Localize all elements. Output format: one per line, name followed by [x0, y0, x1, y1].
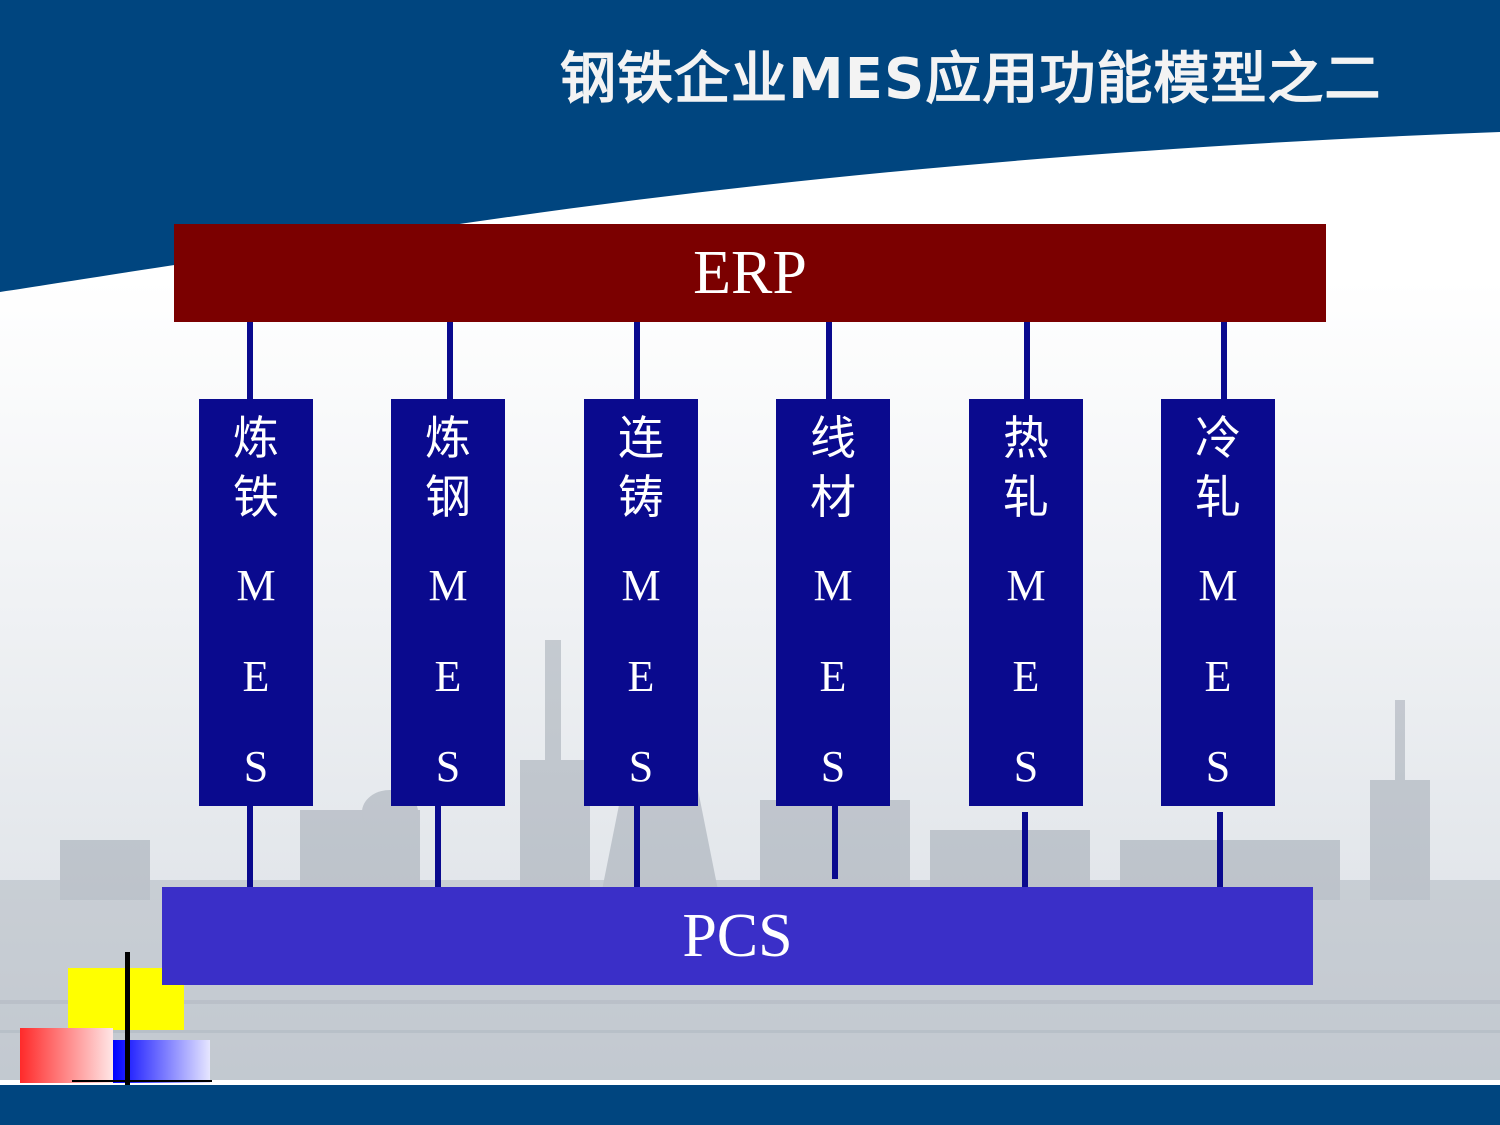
mes-module-char-1: 热: [1003, 411, 1049, 465]
connector-erp-mes-3: [634, 322, 640, 399]
connector-mes-pcs-5: [1022, 812, 1028, 887]
connector-mes-pcs-3: [634, 806, 640, 894]
connector-erp-mes-1: [247, 322, 253, 399]
mes-module-char-1: 线: [810, 411, 856, 465]
mes-letter-e: E: [1204, 652, 1232, 701]
connector-erp-mes-4: [826, 322, 832, 399]
connector-mes-pcs-4: [832, 806, 838, 879]
mes-letter-s: S: [243, 742, 269, 791]
mes-letter-m: M: [236, 561, 276, 610]
mes-letter-e: E: [819, 652, 847, 701]
footer-band: [0, 1085, 1500, 1125]
mes-letter-e: E: [1012, 652, 1040, 701]
mes-letter-e: E: [627, 652, 655, 701]
connector-erp-mes-2: [447, 322, 453, 399]
connector-mes-pcs-1: [247, 806, 253, 887]
header-band: [0, 0, 1500, 292]
mes-module-char-2: 轧: [1003, 470, 1049, 524]
connector-mes-pcs-6: [1217, 812, 1223, 887]
mes-letter-m: M: [813, 561, 853, 610]
mes-letter-s: S: [435, 742, 461, 791]
erp-box: ERP: [174, 224, 1326, 322]
mes-module-ironmaking: 炼 铁 M E S: [199, 399, 313, 806]
mes-letter-s: S: [1205, 742, 1231, 791]
slide-title: 钢铁企业MES应用功能模型之二: [560, 47, 1382, 112]
pcs-box: PCS: [162, 887, 1313, 985]
mes-module-char-1: 冷: [1195, 411, 1241, 465]
mes-module-char-2: 铁: [233, 470, 279, 524]
mes-letter-s: S: [628, 742, 654, 791]
mes-module-cold-rolling: 冷 轧 M E S: [1161, 399, 1275, 806]
mes-module-hot-rolling: 热 轧 M E S: [969, 399, 1083, 806]
mes-letter-s: S: [1013, 742, 1039, 791]
mes-module-wire-rod: 线 材 M E S: [776, 399, 890, 806]
connector-mes-pcs-2: [435, 806, 441, 894]
mes-module-char-1: 炼: [233, 411, 279, 465]
mes-letter-e: E: [434, 652, 462, 701]
mes-module-char-2: 轧: [1195, 470, 1241, 524]
mes-letter-m: M: [1006, 561, 1046, 610]
mes-letter-m: M: [428, 561, 468, 610]
mes-letter-e: E: [242, 652, 270, 701]
mes-module-char-2: 铸: [618, 470, 664, 524]
mes-module-char-2: 钢: [425, 470, 471, 524]
connector-erp-mes-5: [1024, 322, 1030, 399]
connector-erp-mes-6: [1221, 322, 1227, 399]
mes-module-char-1: 连: [618, 411, 664, 465]
mes-module-char-1: 炼: [425, 411, 471, 465]
mes-module-continuous-casting: 连 铸 M E S: [584, 399, 698, 806]
mes-letter-m: M: [1198, 561, 1238, 610]
mes-letter-m: M: [621, 561, 661, 610]
mes-module-char-2: 材: [810, 470, 856, 524]
mes-letter-s: S: [820, 742, 846, 791]
mes-module-steelmaking: 炼 钢 M E S: [391, 399, 505, 806]
